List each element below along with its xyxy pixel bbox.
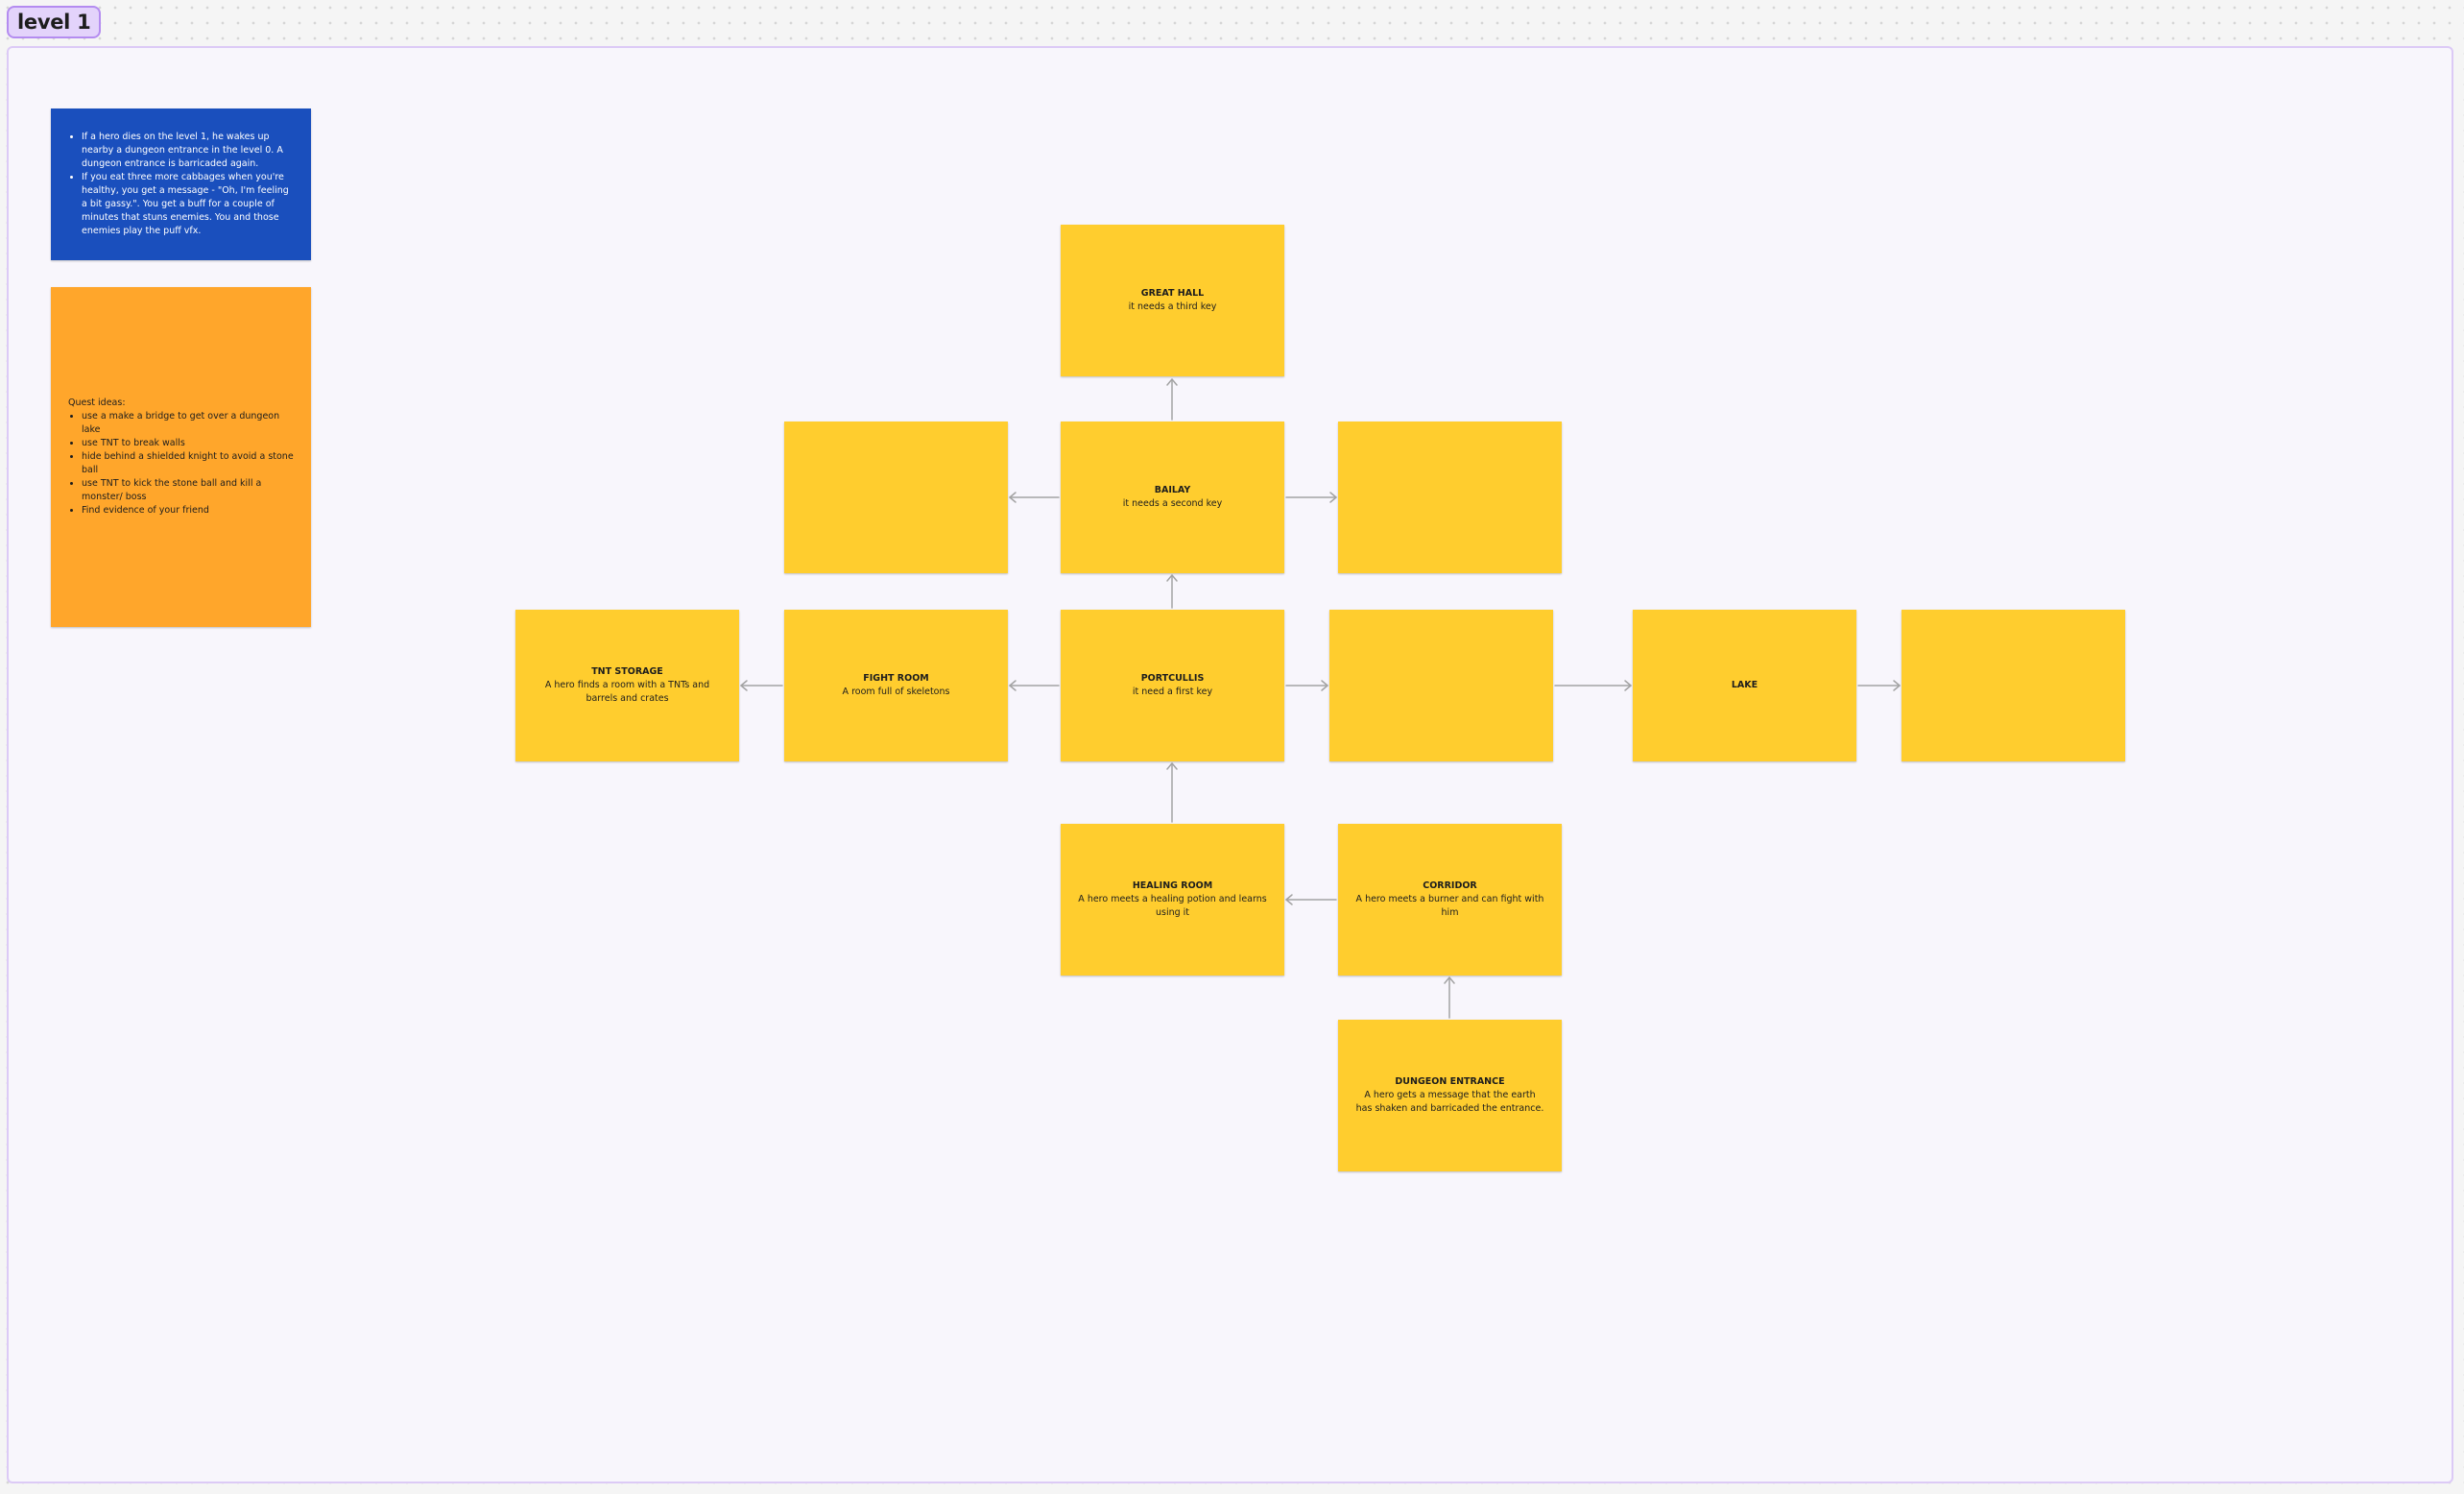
room-description: A room full of skeletons — [842, 687, 950, 697]
quest-ideas-list-item: use TNT to break walls — [82, 437, 294, 450]
room-bailay-right[interactable] — [1338, 422, 1562, 573]
room-great-hall[interactable]: GREAT HALL it needs a third key — [1061, 225, 1284, 376]
rules-list-item: If you eat three more cabbages when you'… — [82, 171, 294, 238]
room-description: it needs a second key — [1122, 498, 1223, 509]
room-title: PORTCULLIS — [1140, 673, 1205, 684]
room-title: CORRIDOR — [1423, 880, 1477, 891]
room-dungeon-entrance[interactable]: DUNGEON ENTRANCE A hero gets a message t… — [1338, 1020, 1562, 1171]
section-title: level 1 — [17, 11, 91, 34]
room-description: A hero meets a healing potion and learns… — [1078, 894, 1267, 918]
room-title: FIGHT ROOM — [863, 673, 929, 684]
rules-list-item: If a hero dies on the level 1, he wakes … — [82, 131, 294, 171]
room-bailay[interactable]: BAILAY it needs a second key — [1061, 422, 1284, 573]
quest-ideas-list-item: hide behind a shielded knight to avoid a… — [82, 450, 294, 477]
room-description: it need a first key — [1132, 687, 1213, 697]
room-title: TNT STORAGE — [591, 666, 663, 677]
quest-ideas-list: use a make a bridge to get over a dungeo… — [68, 410, 294, 518]
room-healing-room[interactable]: HEALING ROOM A hero meets a healing poti… — [1061, 824, 1284, 976]
quest-ideas-sticky-note[interactable]: Quest ideas: use a make a bridge to get … — [51, 287, 311, 627]
room-portcullis-right[interactable] — [1329, 610, 1553, 761]
quest-ideas-list-item: Find evidence of your friend — [82, 504, 294, 518]
room-description: A hero finds a room with a TNTs and barr… — [544, 680, 710, 704]
room-portcullis[interactable]: PORTCULLIS it need a first key — [1061, 610, 1284, 761]
room-title: DUNGEON ENTRANCE — [1395, 1076, 1505, 1087]
room-description: it needs a third key — [1128, 301, 1217, 312]
room-tnt-storage[interactable]: TNT STORAGE A hero finds a room with a T… — [515, 610, 739, 761]
rules-sticky-note[interactable]: If a hero dies on the level 1, he wakes … — [51, 108, 311, 260]
room-description: A hero meets a burner and can fight with… — [1355, 894, 1544, 918]
room-corridor[interactable]: CORRIDOR A hero meets a burner and can f… — [1338, 824, 1562, 976]
room-fight-room[interactable]: FIGHT ROOM A room full of skeletons — [784, 610, 1008, 761]
room-title: LAKE — [1731, 680, 1758, 690]
room-lake-right[interactable] — [1902, 610, 2125, 761]
section-title-tab[interactable]: level 1 — [7, 6, 102, 38]
room-description: A hero gets a message that the earth has… — [1355, 1090, 1544, 1114]
quest-ideas-list-item: use a make a bridge to get over a dungeo… — [82, 410, 294, 437]
room-title: BAILAY — [1154, 485, 1191, 495]
room-title: HEALING ROOM — [1132, 880, 1213, 891]
room-bailay-left[interactable] — [784, 422, 1008, 573]
rules-list: If a hero dies on the level 1, he wakes … — [68, 131, 294, 238]
room-lake[interactable]: LAKE — [1633, 610, 1856, 761]
quest-ideas-list-item: use TNT to kick the stone ball and kill … — [82, 477, 294, 504]
quest-ideas-heading: Quest ideas: — [68, 398, 126, 408]
room-title: GREAT HALL — [1140, 288, 1205, 299]
